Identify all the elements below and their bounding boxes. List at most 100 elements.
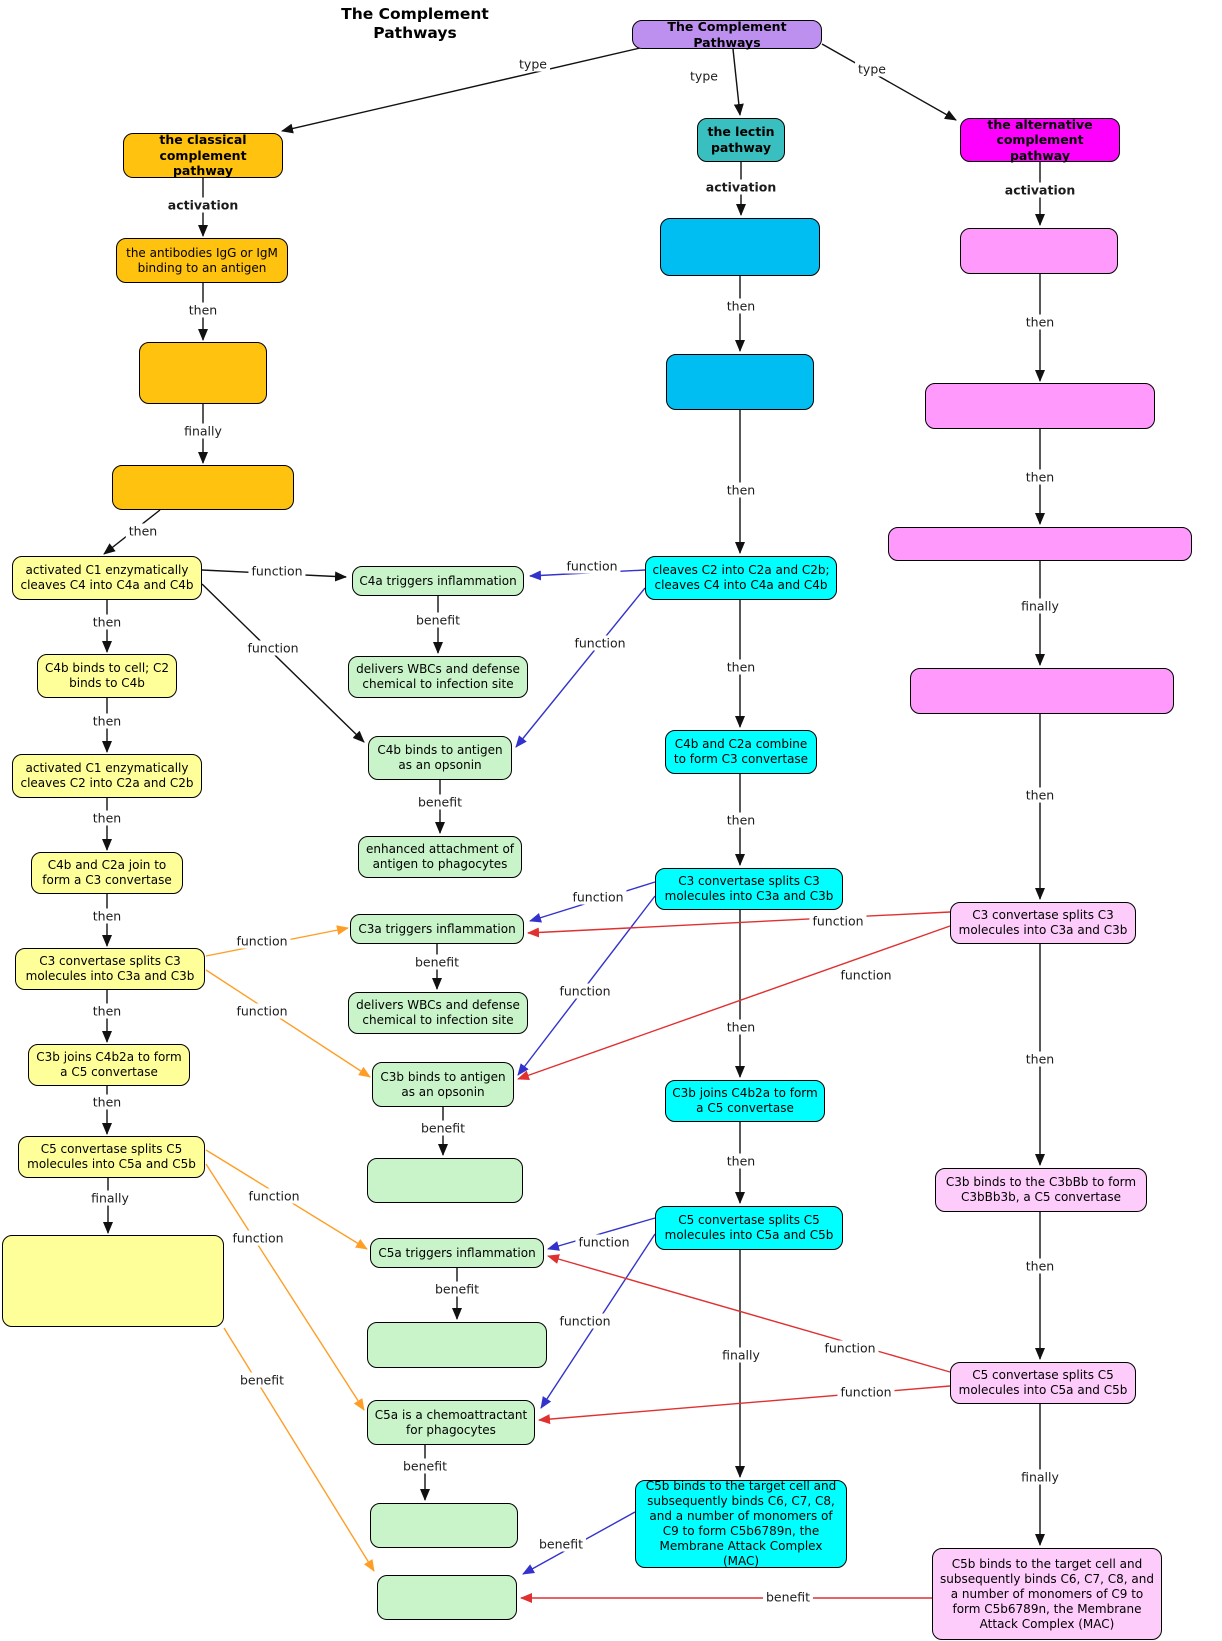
edge-label-then-11: then [89, 1003, 125, 1019]
edge-label-function-48: function [837, 1384, 895, 1400]
edge-label-function-38: function [563, 558, 621, 574]
edge-line-type-2 [821, 43, 957, 121]
edge-label-benefit-49: benefit [762, 1589, 814, 1605]
edge-label-benefit-21: benefit [399, 1458, 451, 1474]
node-classical-final-empty[interactable] [2, 1235, 224, 1327]
node-c1-cleaves-c2[interactable]: activated C1 enzymatically cleaves C2 in… [12, 754, 202, 798]
edge-label-then-26: then [723, 812, 759, 828]
node-green-empty-1[interactable] [367, 1158, 523, 1203]
node-c4b-c2a-join[interactable]: C4b and C2a join to form a C3 convertase [31, 852, 183, 894]
node-green-empty-2[interactable] [367, 1322, 547, 1368]
node-enhanced-attachment[interactable]: enhanced attachment of antigen to phagoc… [358, 836, 522, 878]
node-c1-cleaves-c4[interactable]: activated C1 enzymatically cleaves C4 in… [12, 556, 202, 600]
edge-label-benefit-54: benefit [236, 1372, 288, 1388]
edge-label-benefit-44: benefit [535, 1536, 587, 1552]
edge-label-finally-33: finally [1018, 598, 1062, 614]
edge-label-function-47: function [821, 1340, 879, 1356]
edge-label-then-7: then [89, 614, 125, 630]
edge-label-then-10: then [89, 908, 125, 924]
edge-label-then-36: then [1022, 1258, 1058, 1274]
node-c3b-joins-c4b2a-lectin[interactable]: C3b joins C4b2a to form a C5 convertase [665, 1080, 825, 1122]
node-c5-convertase-splits-classical[interactable]: C5 convertase splits C5 molecules into C… [18, 1136, 205, 1178]
edge-label-finally-5: finally [181, 423, 225, 439]
edge-label-then-25: then [723, 659, 759, 675]
node-lectin-pathway[interactable]: the lectin pathway [697, 118, 785, 162]
edge-label-benefit-18: benefit [411, 954, 463, 970]
edge-line-function-45 [527, 911, 951, 938]
edge-label-function-39: function [571, 635, 629, 651]
node-mac-lectin[interactable]: C5b binds to the target cell and subsequ… [635, 1479, 847, 1568]
node-alternative-pathway[interactable]: the alternative complement pathway [960, 117, 1120, 163]
node-mac-alt[interactable]: C5b binds to the target cell and subsequ… [932, 1548, 1162, 1640]
edge-label-function-50: function [233, 933, 291, 949]
edge-label-type-0: type [516, 56, 550, 72]
node-delivers-wbc-2[interactable]: delivers WBCs and defense chemical to in… [348, 992, 528, 1034]
node-c5a-chemoattractant[interactable]: C5a is a chemoattractant for phagocytes [367, 1400, 535, 1445]
edge-label-activation-30: activation [1001, 182, 1079, 198]
edge-label-then-28: then [723, 1153, 759, 1169]
edge-label-type-1: type [687, 68, 721, 84]
node-root[interactable]: The Complement Pathways [632, 19, 822, 50]
node-alt-step-empty-3[interactable] [888, 527, 1192, 561]
edge-line-type-0 [281, 47, 641, 134]
edge-label-then-31: then [1022, 314, 1058, 330]
diagram-title-line1: The Complement [341, 5, 489, 23]
node-c3-convertase-splits-classical[interactable]: C3 convertase splits C3 molecules into C… [15, 948, 205, 990]
edge-label-activation-3: activation [164, 197, 242, 213]
edge-label-function-41: function [556, 983, 614, 999]
node-c3b-binds-c3bbb[interactable]: C3b binds to the C3bBb to form C3bBb3b, … [935, 1168, 1147, 1212]
edge-label-function-51: function [233, 1003, 291, 1019]
node-lectin-step-empty-1[interactable] [660, 218, 820, 276]
edge-line-function-15 [201, 583, 365, 743]
node-classical-step-empty-1[interactable] [139, 342, 267, 404]
edge-label-then-6: then [125, 523, 161, 539]
node-c3-convertase-splits-alt[interactable]: C3 convertase splits C3 molecules into C… [950, 902, 1136, 944]
edge-line-function-47 [547, 1254, 951, 1373]
node-c5-convertase-splits-lectin[interactable]: C5 convertase splits C5 molecules into C… [655, 1206, 843, 1250]
edge-label-then-27: then [723, 1019, 759, 1035]
node-alt-step-empty-1[interactable] [960, 228, 1118, 274]
node-c5a-inflammation[interactable]: C5a triggers inflammation [370, 1238, 544, 1268]
edge-label-then-23: then [723, 298, 759, 314]
node-classical-step-empty-2[interactable] [112, 465, 294, 510]
node-classical-pathway[interactable]: the classical complement pathway [123, 132, 283, 178]
node-c4a-inflammation[interactable]: C4a triggers inflammation [352, 566, 524, 596]
edge-label-finally-13: finally [88, 1190, 132, 1206]
edge-line-type-1 [732, 48, 744, 116]
edge-line-function-39 [515, 587, 646, 748]
edge-label-function-53: function [229, 1230, 287, 1246]
edge-label-type-2: type [855, 61, 889, 77]
node-c3b-joins-c4b2a-classical[interactable]: C3b joins C4b2a to form a C5 convertase [28, 1044, 190, 1086]
node-c4b-binds-cell[interactable]: C4b binds to cell; C2 binds to C4b [37, 654, 177, 698]
node-c3-convertase-splits-lectin[interactable]: C3 convertase splits C3 molecules into C… [655, 868, 843, 910]
edge-label-function-42: function [575, 1234, 633, 1250]
edge-label-function-43: function [556, 1313, 614, 1329]
node-antibodies-binding[interactable]: the antibodies IgG or IgM binding to an … [116, 238, 288, 283]
edge-label-function-14: function [248, 563, 306, 579]
edge-label-then-12: then [89, 1094, 125, 1110]
node-alt-step-empty-2[interactable] [925, 383, 1155, 429]
node-c4b-c2a-combine[interactable]: C4b and C2a combine to form C3 convertas… [665, 730, 817, 774]
node-lectin-step-empty-2[interactable] [666, 354, 814, 410]
edge-label-then-35: then [1022, 1051, 1058, 1067]
node-alt-step-empty-4[interactable] [910, 668, 1174, 714]
node-cleaves-c2-c4[interactable]: cleaves C2 into C2a and C2b; cleaves C4 … [645, 556, 837, 600]
node-delivers-wbc-1[interactable]: delivers WBCs and defense chemical to in… [348, 656, 528, 698]
edge-label-function-40: function [569, 889, 627, 905]
node-green-empty-3[interactable] [370, 1503, 518, 1548]
edge-label-benefit-20: benefit [431, 1281, 483, 1297]
edge-label-activation-22: activation [702, 179, 780, 195]
node-c4b-opsonin[interactable]: C4b binds to antigen as an opsonin [368, 736, 512, 780]
node-green-empty-4[interactable] [377, 1575, 517, 1620]
diagram-title: The Complement Pathways [300, 5, 530, 44]
edge-label-function-52: function [245, 1188, 303, 1204]
edge-label-benefit-17: benefit [414, 794, 466, 810]
edge-label-function-46: function [837, 967, 895, 983]
node-c3b-opsonin[interactable]: C3b binds to antigen as an opsonin [372, 1062, 514, 1107]
node-c3a-inflammation[interactable]: C3a triggers inflammation [350, 914, 524, 944]
diagram-title-line2: Pathways [373, 24, 457, 43]
edge-label-function-15: function [244, 640, 302, 656]
node-c5-convertase-splits-alt[interactable]: C5 convertase splits C5 molecules into C… [950, 1362, 1136, 1404]
edge-label-then-8: then [89, 713, 125, 729]
